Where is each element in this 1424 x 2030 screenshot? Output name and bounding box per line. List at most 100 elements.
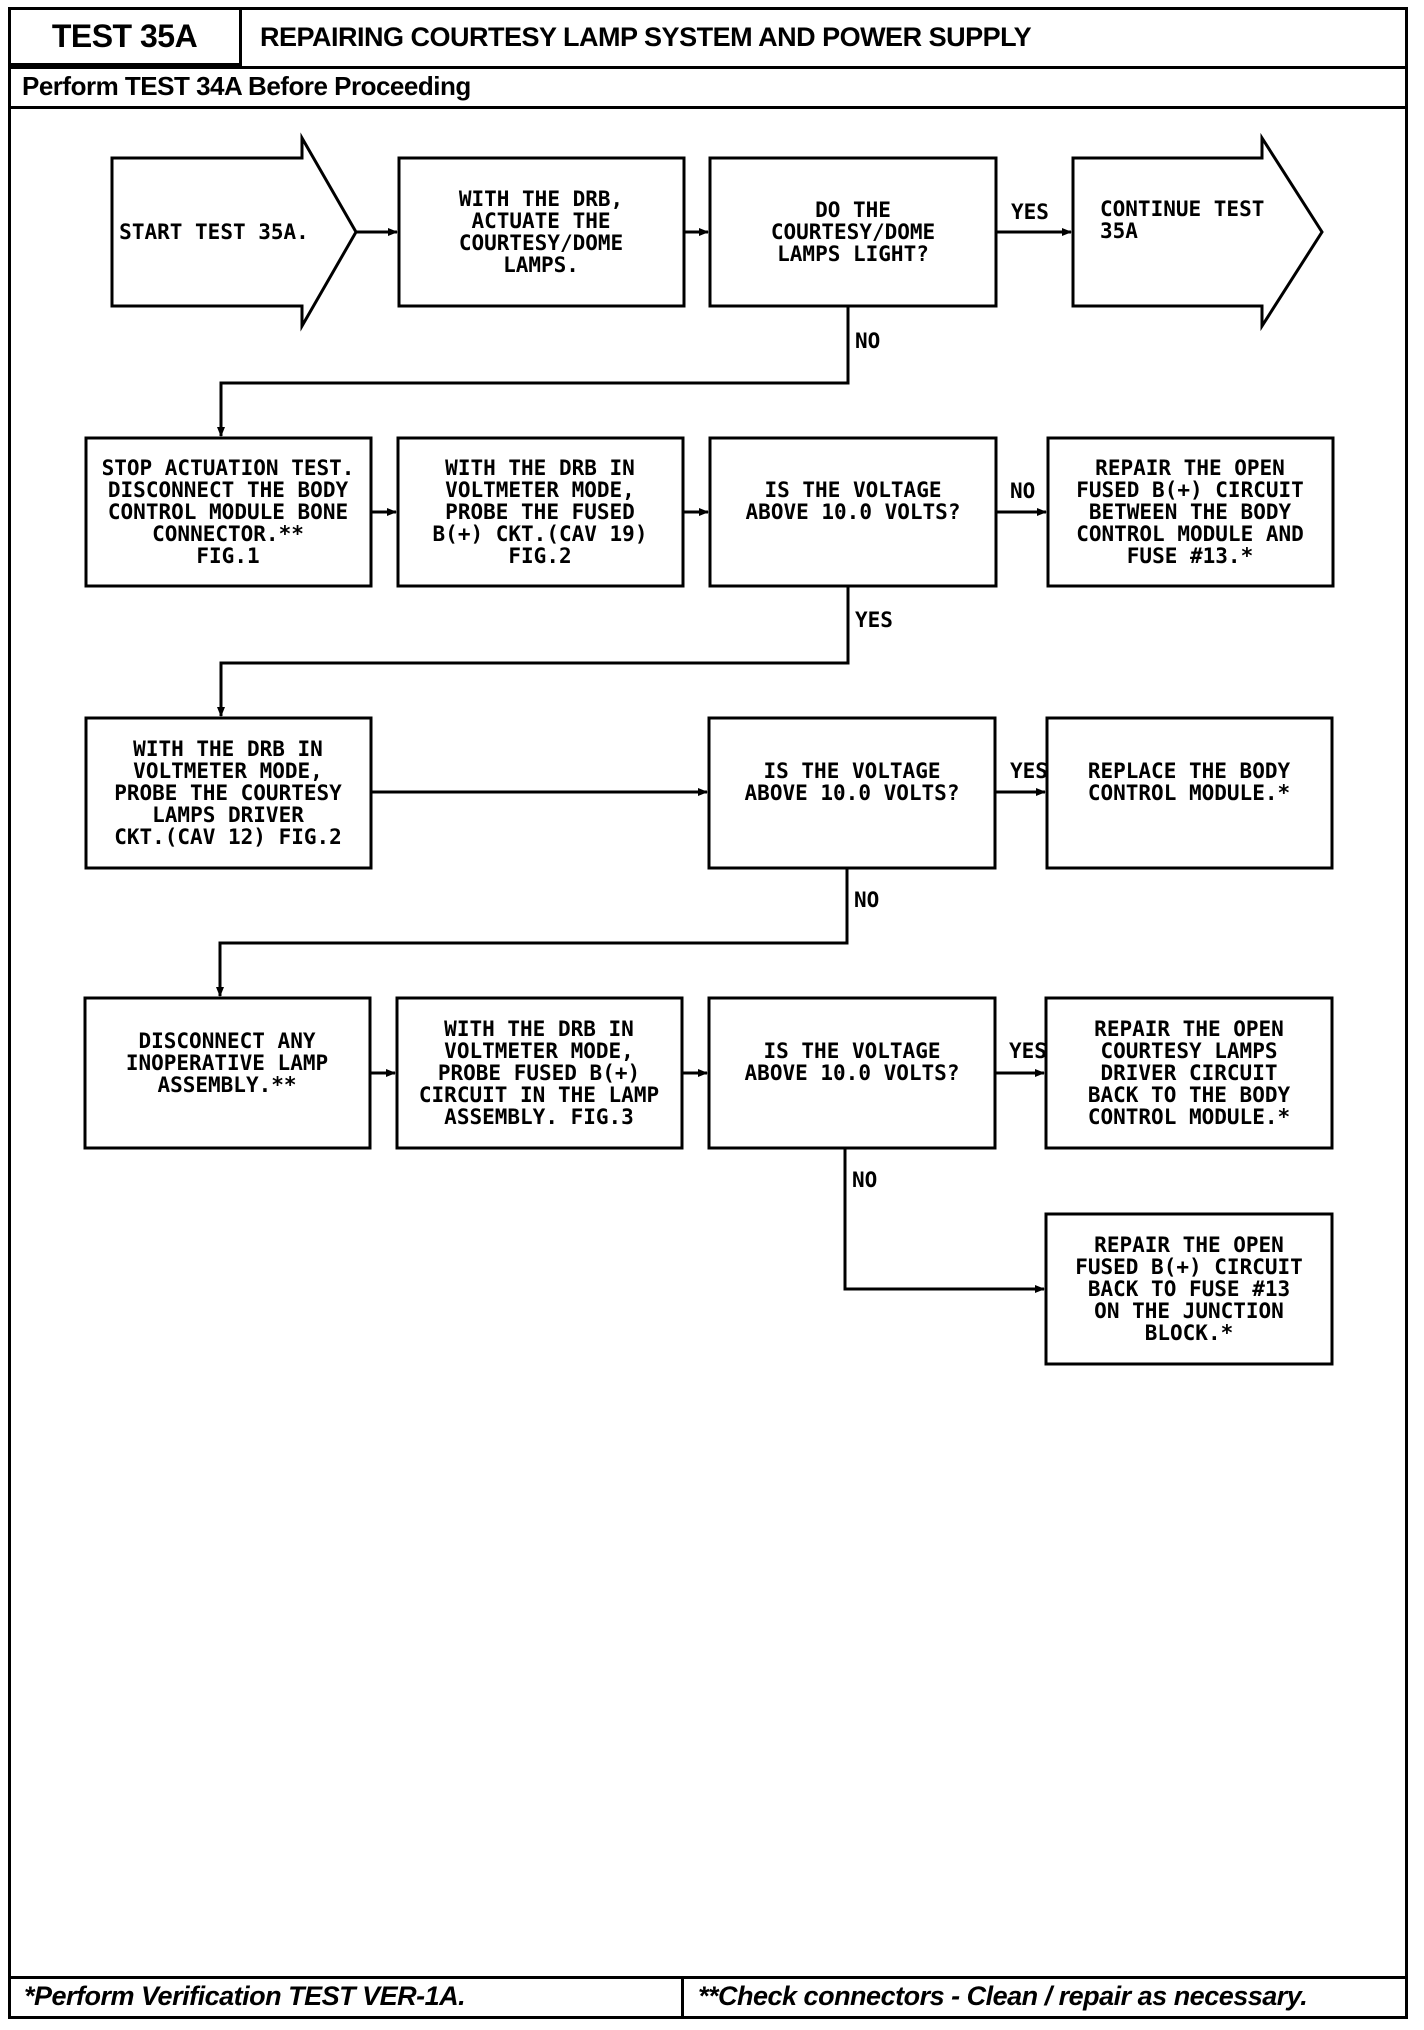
actuate-box [397,156,686,308]
header-divider-bottom [10,106,1406,109]
lamps-light-line: DO THE [815,198,891,222]
voltage-q2-line: ABOVE 10.0 VOLTS? [745,781,960,805]
start-line: START TEST 35A. [119,220,309,244]
continue-line: 35A [1100,219,1138,243]
probe-fused-line: FIG.2 [508,544,571,568]
voltage-q1-line: ABOVE 10.0 VOLTS? [746,500,961,524]
lamps-light-line: COURTESY/DOME [771,220,935,244]
voltage-q3-line: ABOVE 10.0 VOLTS? [745,1061,960,1085]
test-id: TEST 35A [10,9,242,66]
page-subtitle: Perform TEST 34A Before Proceeding [22,71,471,101]
voltage-q1-line: IS THE VOLTAGE [764,478,941,502]
voltage-q3-line: IS THE VOLTAGE [763,1039,940,1063]
label-yes-4: YES [1009,1039,1047,1063]
arrow-yes-to-probe-courtesy [217,586,850,717]
footer-divider [10,1976,1406,1979]
probe-fused-line: VOLTMETER MODE, [445,478,635,502]
start-shape [110,132,358,332]
page-frame [8,7,1408,2019]
voltage-question-3-box [707,996,997,1150]
start-text: START TEST 35A. [119,220,309,244]
lamps-light-line: LAMPS LIGHT? [777,242,929,266]
repair-fused-junction-line: BACK TO FUSE #13 [1088,1277,1290,1301]
probe-courtesy-line: CKT.(CAV 12) FIG.2 [114,825,342,849]
replace-bcm-box [1045,716,1334,870]
probe-courtesy-box [84,716,373,870]
probe-lamp-line: PROBE FUSED B(+) [438,1061,640,1085]
lamps-light-box [708,156,998,308]
probe-lamp-line: VOLTMETER MODE, [444,1039,634,1063]
header-divider [10,66,1406,69]
arrow-no-to-disconnect-lamp [216,868,849,997]
repair-fused-junction-box [1044,1212,1334,1366]
repair-fused-bcm-line: BETWEEN THE BODY [1089,500,1292,524]
repair-fused-junction-line: BLOCK.* [1145,1321,1234,1345]
repair-driver-line: DRIVER CIRCUIT [1100,1061,1277,1085]
probe-fused-line: WITH THE DRB IN [445,456,635,480]
page-title: REPAIRING COURTESY LAMP SYSTEM AND POWER… [260,22,1032,52]
label-no-3: NO [854,888,879,912]
footer-note-verification: *Perform Verification TEST VER-1A. [24,1981,466,2011]
repair-fused-bcm-line: REPAIR THE OPEN [1095,456,1285,480]
label-no-1: NO [855,329,880,353]
disconnect-lamp-line: DISCONNECT ANY [138,1029,315,1053]
probe-lamp-line: CIRCUIT IN THE LAMP [419,1083,659,1107]
disconnect-lamp-line: INOPERATIVE LAMP [126,1051,328,1075]
probe-courtesy-line: LAMPS DRIVER [152,803,304,827]
disconnect-lamp-line: ASSEMBLY.** [157,1073,296,1097]
actuate-line: COURTESY/DOME [459,231,623,255]
stop-actuation-line: CONTROL MODULE BONE [108,500,348,524]
repair-fused-bcm-line: FUSED B(+) CIRCUIT [1076,478,1304,502]
label-yes-3: YES [1010,759,1048,783]
probe-lamp-line: ASSEMBLY. FIG.3 [444,1105,634,1129]
arrow-no-to-repair-junction [843,1148,1045,1293]
footer-note-connectors: **Check connectors - Clean / repair as n… [698,1981,1308,2011]
repair-driver-box [1044,996,1334,1150]
repair-fused-junction-line: FUSED B(+) CIRCUIT [1075,1255,1303,1279]
label-no-2: NO [1010,479,1035,503]
replace-bcm-line: REPLACE THE BODY [1088,759,1291,783]
stop-actuation-line: FIG.1 [196,544,259,568]
stop-actuation-line: CONNECTOR.** [152,522,304,546]
probe-courtesy-line: WITH THE DRB IN [133,737,323,761]
probe-courtesy-line: PROBE THE COURTESY [114,781,342,805]
continue-line: CONTINUE TEST [1100,197,1264,221]
arrow-no-to-stop-actuation [217,306,850,437]
label-yes-1: YES [1011,200,1049,224]
voltage-q2-line: IS THE VOLTAGE [763,759,940,783]
footer-column-divider [681,1976,684,2017]
repair-driver-line: REPAIR THE OPEN [1094,1017,1284,1041]
probe-lamp-line: WITH THE DRB IN [444,1017,634,1041]
replace-bcm-line: CONTROL MODULE.* [1088,781,1290,805]
repair-driver-line: COURTESY LAMPS [1100,1039,1277,1063]
continue-shape [1071,132,1324,332]
repair-driver-line: CONTROL MODULE.* [1088,1105,1290,1129]
repair-fused-bcm-line: FUSE #13.* [1127,544,1253,568]
probe-fused-box [396,436,685,588]
stop-actuation-line: STOP ACTUATION TEST. [102,456,355,480]
repair-driver-line: BACK TO THE BODY [1088,1083,1291,1107]
label-no-4: NO [852,1168,877,1192]
actuate-line: ACTUATE THE [471,209,610,233]
actuate-line: LAMPS. [503,253,579,277]
repair-fused-bcm-line: CONTROL MODULE AND [1076,522,1304,546]
actuate-line: WITH THE DRB, [459,187,623,211]
probe-fused-line: B(+) CKT.(CAV 19) [433,522,648,546]
repair-fused-junction-line: ON THE JUNCTION [1094,1299,1284,1323]
